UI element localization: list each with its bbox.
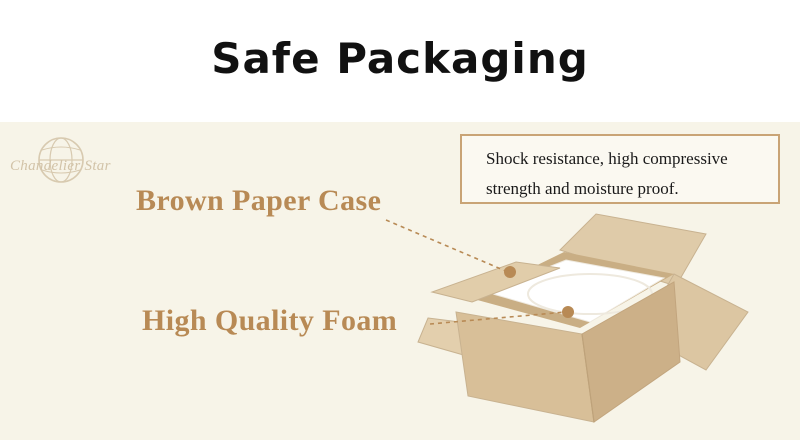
box-front-face [455,311,595,423]
case-pointer-dot [504,266,516,278]
case-leader-line [385,219,509,273]
brand-name: Chandelier Star [10,158,111,174]
feature-note: Shock resistance, high compressive stren… [460,134,780,204]
header: Safe Packaging [0,0,800,122]
illustration-panel: Chandelier Star Shock resistance, high c… [0,122,800,440]
box-left-flap [430,261,561,303]
foam-pointer-dot [562,306,574,318]
feature-note-line-2: strength and moisture proof. [486,179,679,198]
cardboard-box-illustration [385,213,749,423]
label-brown-paper-case: Brown Paper Case [136,184,382,217]
feature-note-line-1: Shock resistance, high compressive [486,149,728,168]
brand-logo: Chandelier Star [6,132,118,192]
page-title: Safe Packaging [211,33,589,83]
label-high-quality-foam: High Quality Foam [142,304,398,337]
foam-leader-line [429,311,567,325]
globe-icon [38,137,84,183]
